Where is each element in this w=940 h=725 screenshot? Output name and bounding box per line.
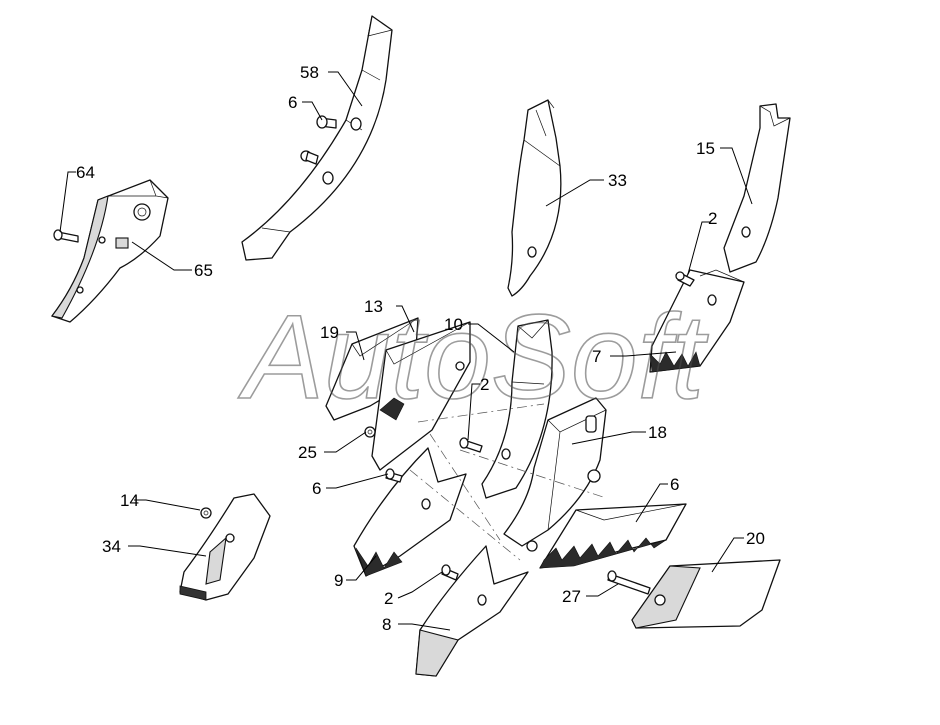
part-13-blade <box>371 321 471 471</box>
part-33-blade-holder <box>507 99 562 297</box>
callout-9: 9 <box>334 571 343 590</box>
callout-19: 19 <box>320 323 339 342</box>
bolt-27 <box>607 570 651 595</box>
part-65-shin-guard <box>51 179 169 323</box>
callout-64: 64 <box>76 163 95 182</box>
callout-8: 8 <box>382 615 391 634</box>
part-14-toothed-plate <box>539 503 687 569</box>
bolt-2-center <box>459 437 483 453</box>
callout-13: 13 <box>364 297 383 316</box>
washer-6-left <box>200 507 212 519</box>
part-15-wing <box>723 103 791 273</box>
part-7-toothed-plate <box>649 269 745 373</box>
callout-27: 27 <box>562 587 581 606</box>
callout-6-middle: 6 <box>312 479 321 498</box>
part-58-shank <box>241 15 393 261</box>
callout-2-center: 2 <box>480 375 489 394</box>
part-19-spacer <box>325 317 419 421</box>
callout-14: 6 <box>670 475 679 494</box>
bolt-2-lower <box>441 564 459 581</box>
bolt-2-right <box>675 271 695 287</box>
callout-18: 18 <box>648 423 667 442</box>
callout-2-lower: 2 <box>384 589 393 608</box>
callout-33: 33 <box>608 171 627 190</box>
callout-25: 25 <box>298 443 317 462</box>
callout-2-right: 2 <box>708 209 717 228</box>
nut-25 <box>364 426 376 438</box>
callout-6-left: 14 <box>120 491 139 510</box>
part-10-center-shank <box>481 319 553 499</box>
part-18-holder <box>503 397 607 552</box>
bolt-64 <box>53 229 79 243</box>
part-8-spear <box>415 545 529 677</box>
callout-58: 58 <box>300 63 319 82</box>
part-34-adapter <box>179 493 271 601</box>
callout-7: 7 <box>592 347 601 366</box>
callout-20: 20 <box>746 529 765 548</box>
callout-labels: 58 6 64 65 33 15 2 7 13 10 19 2 25 18 6 … <box>76 63 765 634</box>
watermark: AutoSoft <box>238 290 709 424</box>
callout-10: 10 <box>444 315 463 334</box>
leader-lines <box>59 71 753 631</box>
callout-34: 34 <box>102 537 121 556</box>
callout-6-top: 6 <box>288 93 297 112</box>
bolt-6-lower <box>385 468 403 483</box>
assembly-axis-line <box>409 403 607 561</box>
bolt-6-upper <box>300 115 337 165</box>
callout-65: 65 <box>194 261 213 280</box>
part-20-blade <box>631 559 781 629</box>
part-9-blade <box>353 447 467 577</box>
callout-15: 15 <box>696 139 715 158</box>
